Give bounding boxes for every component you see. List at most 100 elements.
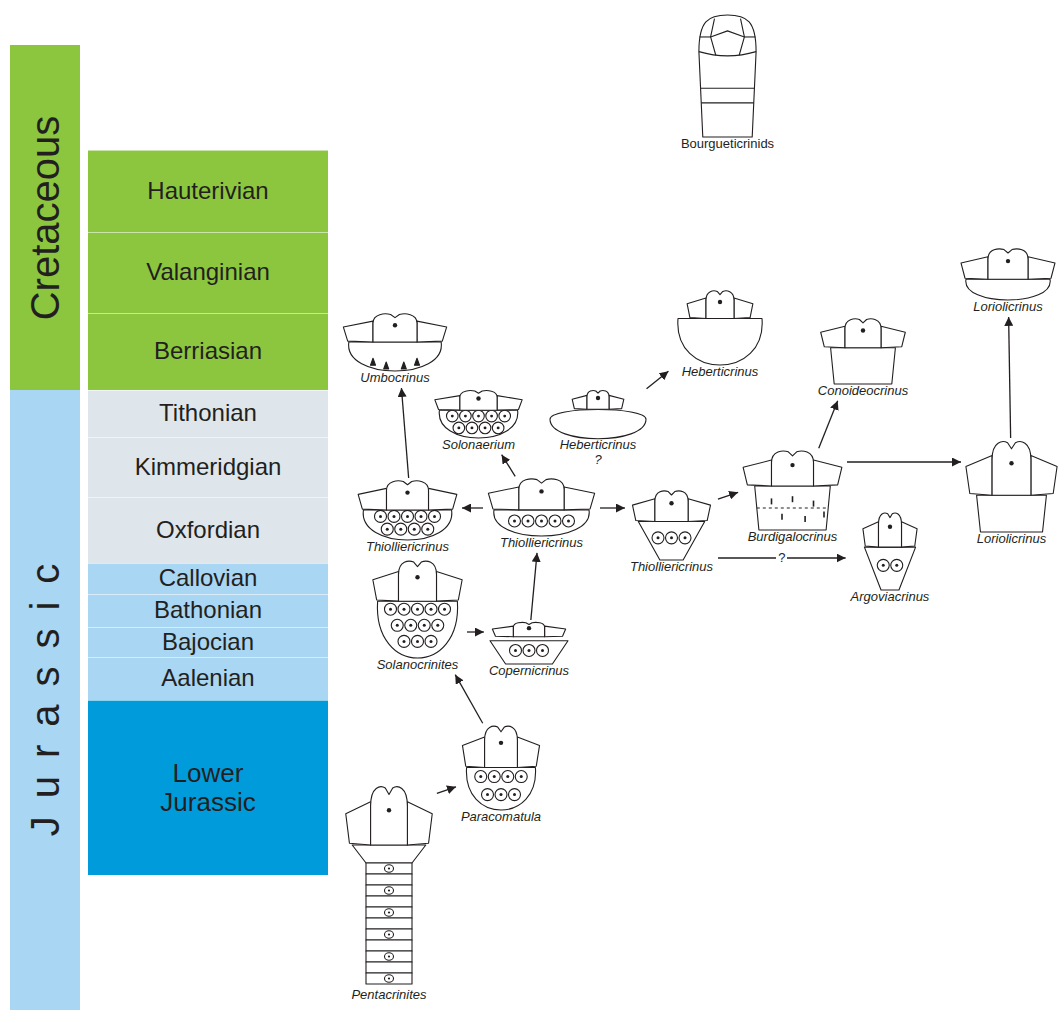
cirrus-socket xyxy=(652,532,664,544)
radial-plate xyxy=(572,395,587,409)
radial-plate xyxy=(821,326,845,347)
radial-plate xyxy=(688,499,710,522)
crinoid-illustration xyxy=(963,440,1060,532)
taxon-label: Copernicrinus xyxy=(489,664,569,679)
radial-plate xyxy=(407,802,432,845)
cirrus-socket xyxy=(388,510,400,522)
crinoid-illustration xyxy=(818,318,908,384)
cirrus-canal xyxy=(403,640,406,643)
cirrus-canal xyxy=(479,775,482,778)
crinoid-illustration xyxy=(490,622,568,664)
era-band: Cretaceous xyxy=(10,45,80,390)
central-plate xyxy=(845,319,881,348)
cirrus-canal xyxy=(484,426,487,429)
cirrus-socket xyxy=(523,644,535,656)
crinoid-drawing xyxy=(699,15,756,137)
crinoid-illustration xyxy=(355,480,460,540)
cirrus-socket xyxy=(495,789,507,801)
cirrus-socket xyxy=(475,771,487,783)
basal-cup xyxy=(352,845,426,863)
axial-canal xyxy=(539,489,543,493)
central-plate xyxy=(485,726,518,767)
cirrus-canal xyxy=(393,515,396,518)
stage-label: Oxfordian xyxy=(156,517,260,543)
columnal xyxy=(366,973,412,984)
cirrus-socket xyxy=(460,410,472,422)
plate-mark xyxy=(781,514,783,520)
cirrus-socket xyxy=(402,510,414,522)
evolution-arrow xyxy=(718,492,738,499)
cirrus-canal xyxy=(513,793,516,796)
stage-band: Callovian xyxy=(88,563,328,594)
columnal xyxy=(366,929,412,940)
centrodorsal xyxy=(678,319,762,366)
cirrus-socket xyxy=(509,789,521,801)
cirrus-canal xyxy=(388,889,390,891)
cirrus-socket xyxy=(391,619,403,631)
cirrus-canal xyxy=(430,608,433,611)
cirrus-socket xyxy=(395,523,407,535)
crinoid-drawing xyxy=(863,513,917,590)
cirrus-socket xyxy=(398,635,410,647)
cirrus-socket xyxy=(665,532,677,544)
centrodorsal xyxy=(363,510,452,540)
radial-plate xyxy=(358,488,386,510)
stage-band: Bathonian xyxy=(88,594,328,627)
cirrus-canal xyxy=(388,911,390,913)
columnal xyxy=(366,907,412,918)
radial-plate xyxy=(1031,455,1057,495)
cirrus-canal xyxy=(471,426,474,429)
cirrus-socket xyxy=(447,410,459,422)
crinoid-illustration xyxy=(485,478,598,536)
central-plate xyxy=(988,249,1028,279)
crinoid-drawing xyxy=(435,391,522,438)
cirrus-canal xyxy=(464,415,467,418)
cirrus-canal xyxy=(430,640,433,643)
taxon-label: Argoviacrinus xyxy=(851,590,930,605)
stage-band: Lower Jurassic xyxy=(88,700,328,875)
cirrus-socket xyxy=(522,515,534,527)
cirrus-socket xyxy=(502,771,514,783)
centrodorsal xyxy=(638,522,704,561)
taxon-label: Thiolliericrinus xyxy=(366,540,449,555)
radial-plate xyxy=(961,257,988,279)
crinoid-drawing xyxy=(632,491,710,560)
cirrus-canal xyxy=(506,775,509,778)
cirrus-canal xyxy=(540,519,543,522)
cirrus-canal xyxy=(493,775,496,778)
cirrus-canal xyxy=(399,528,402,531)
radial-plate xyxy=(343,321,373,342)
cirrus-socket xyxy=(418,619,430,631)
centrodorsal xyxy=(864,547,915,590)
plate-suture xyxy=(699,52,756,56)
cirrus-socket xyxy=(679,532,691,544)
plate-mark xyxy=(771,498,773,504)
columnal xyxy=(366,896,412,907)
columnal xyxy=(366,885,412,896)
cirrus-socket xyxy=(408,523,420,535)
centrodorsal xyxy=(349,342,442,371)
crinoid-illustration xyxy=(630,490,713,560)
cirrus-socket xyxy=(381,523,393,535)
axial-canal xyxy=(718,300,722,304)
cirrus-canal xyxy=(403,608,406,611)
cirrus-canal xyxy=(497,426,500,429)
central-plate xyxy=(878,513,901,547)
axial-canal xyxy=(596,396,600,400)
cirrus-canal xyxy=(567,519,570,522)
cirrus-socket xyxy=(385,909,394,917)
cirrus-socket xyxy=(415,510,427,522)
plate-suture xyxy=(744,36,755,37)
taxon-label: Solanocrinites xyxy=(377,658,459,673)
cirrus-socket xyxy=(536,644,548,656)
cirrus-canal xyxy=(420,515,423,518)
radial-plate xyxy=(1028,257,1055,279)
taxon-label: Heberticrinus xyxy=(560,438,637,453)
axial-canal xyxy=(393,323,397,327)
cirrus-canal xyxy=(683,536,686,539)
axial-canal xyxy=(415,575,419,579)
evolution-arrow xyxy=(531,553,537,620)
cirrus-canal xyxy=(451,415,454,418)
centrodorsal xyxy=(466,768,535,811)
crinoid-drawing xyxy=(821,319,906,384)
